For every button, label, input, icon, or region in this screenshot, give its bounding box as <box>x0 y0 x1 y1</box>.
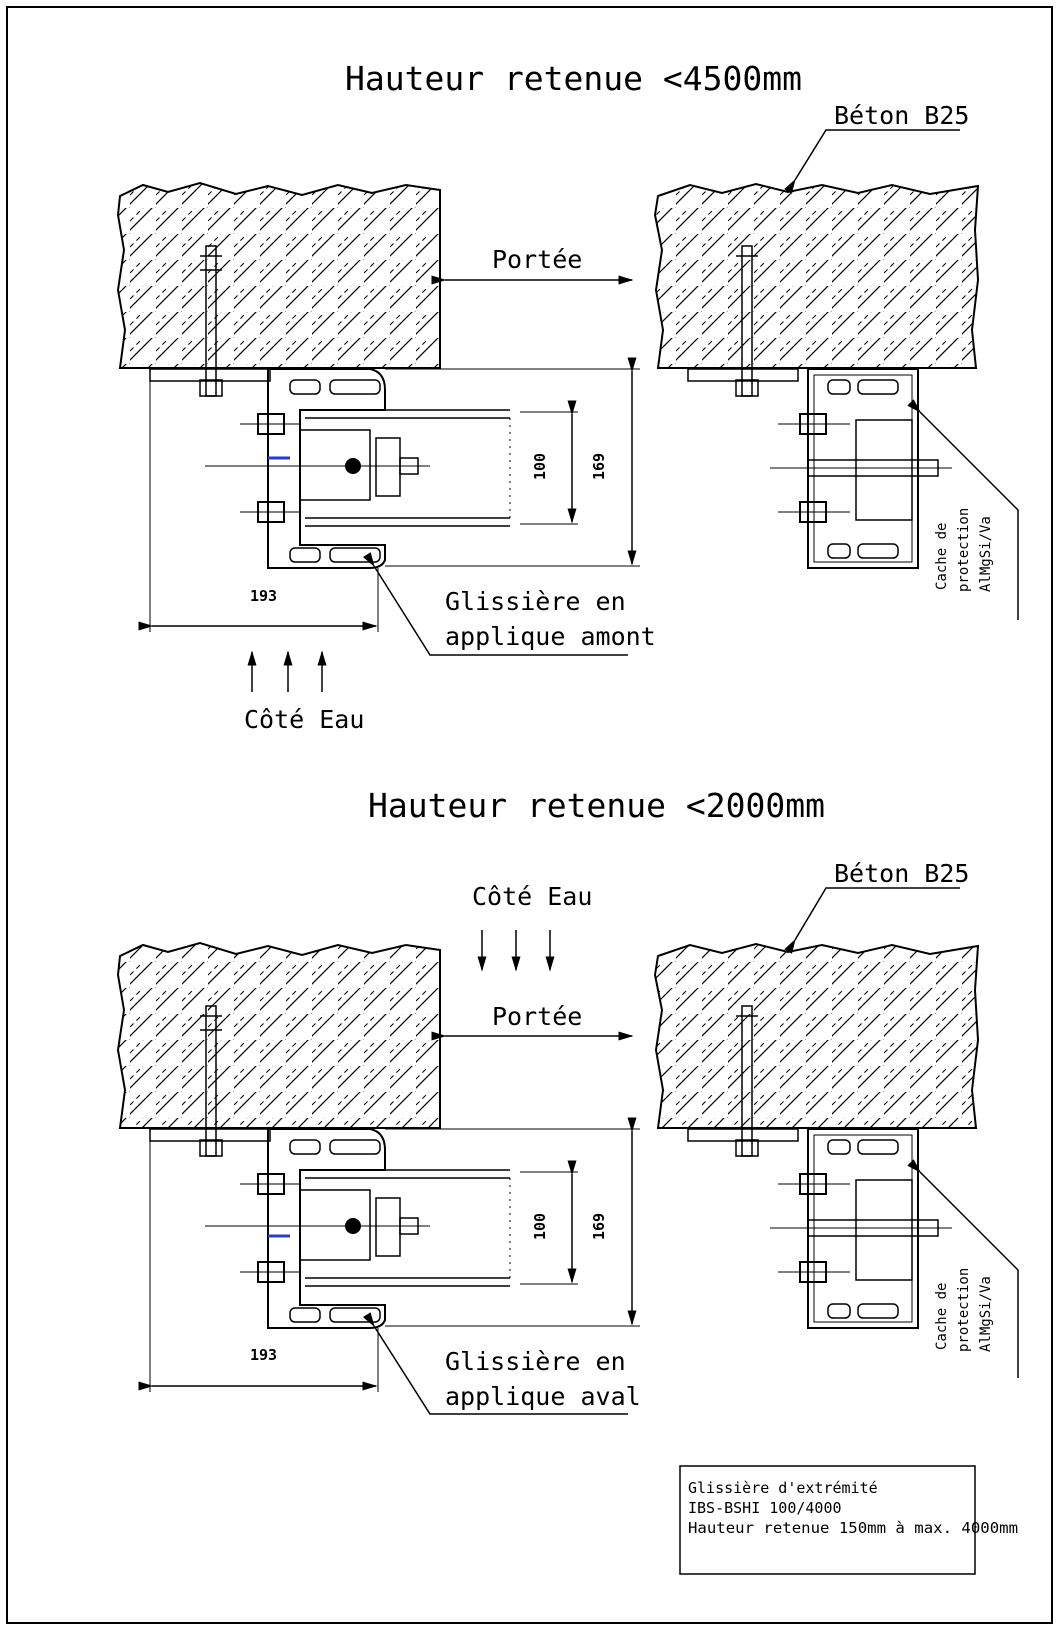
leader-line <box>784 129 960 194</box>
dimension-100-label: 100 <box>531 1213 549 1240</box>
water-side-label: Côté Eau <box>244 705 364 734</box>
span-label: Portée <box>492 245 582 274</box>
rail-profile <box>267 1128 386 1329</box>
water-flow-arrows <box>247 650 327 692</box>
concrete-right <box>653 182 980 369</box>
drawing-frame <box>6 6 1053 1624</box>
info-line2: IBS-BSHI 100/4000 <box>688 1499 842 1517</box>
info-line3: Hauteur retenue 150mm à max. 4000mm <box>688 1519 1018 1537</box>
concrete-left <box>116 181 441 369</box>
base-plate <box>149 368 271 382</box>
cover-label-line1: Cache de <box>934 523 950 590</box>
concrete-label: Béton B25 <box>834 101 969 130</box>
rail-label-line1: Glissière en <box>445 1347 626 1376</box>
seal-body <box>299 429 371 501</box>
rail-label-line2: applique aval <box>445 1382 641 1411</box>
rail-label-line1: Glissière en <box>445 587 626 616</box>
section-title: Hauteur retenue <2000mm <box>368 786 825 825</box>
dimension-193-label: 193 <box>250 1346 277 1364</box>
rail-profile <box>267 368 386 569</box>
concrete-label: Béton B25 <box>834 859 969 888</box>
cover-label-line1: Cache de <box>934 1283 950 1350</box>
concrete-right <box>653 942 980 1129</box>
dimension-169-label: 169 <box>590 1213 608 1240</box>
span-label: Portée <box>492 1002 582 1031</box>
cover-label-line3: AlMgSi/Va <box>978 516 994 592</box>
seal-body <box>299 1189 371 1261</box>
dimension-169-label: 169 <box>590 453 608 480</box>
base-plate <box>149 1128 271 1142</box>
water-side-label: Côté Eau <box>472 882 592 911</box>
cover-label-line2: protection <box>956 1268 972 1352</box>
dimension-193-label: 193 <box>250 587 277 605</box>
section-top: Hauteur retenue <4500mm Béton B25 Portée <box>116 59 1019 734</box>
cover-label-line3: AlMgSi/Va <box>978 1276 994 1352</box>
leader-line <box>784 887 960 954</box>
concrete-left <box>116 941 441 1129</box>
cover-label-line2: protection <box>956 508 972 592</box>
dimension-100-label: 100 <box>531 453 549 480</box>
rail-label-line2: applique amont <box>445 622 656 651</box>
info-line1: Glissière d'extrémité <box>688 1479 878 1497</box>
info-box: Glissière d'extrémité IBS-BSHI 100/4000 … <box>679 1465 1018 1575</box>
section-bottom: Hauteur retenue <2000mm Béton B25 Côté E… <box>116 786 1019 1415</box>
water-flow-arrows <box>477 930 555 972</box>
section-title: Hauteur retenue <4500mm <box>345 59 802 98</box>
